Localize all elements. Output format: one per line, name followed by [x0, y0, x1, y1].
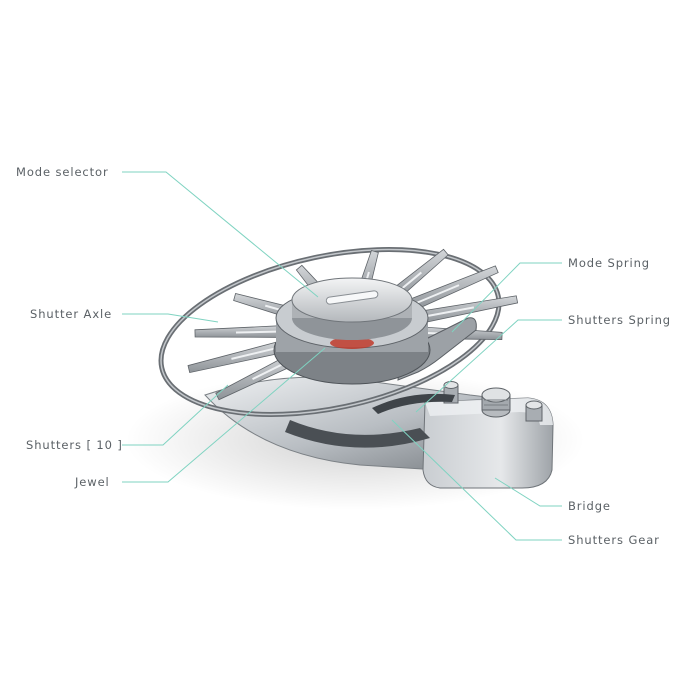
shutters-spring	[372, 393, 455, 414]
jewel	[330, 337, 374, 349]
label-bridge: Bridge	[568, 499, 611, 513]
leader-shutters-spring	[415, 319, 562, 413]
pin	[525, 400, 543, 422]
leader-lines	[122, 171, 562, 541]
label-mode-selector: Mode selector	[16, 165, 109, 179]
mode-selector	[291, 277, 413, 340]
leader-shutters-gear	[391, 419, 562, 541]
leader-shutter-axle	[122, 313, 219, 323]
label-shutters-gear: Shutters Gear	[568, 533, 660, 547]
label-shutters: Shutters [ 10 ]	[26, 438, 123, 452]
shutter-axle	[421, 306, 475, 319]
leader-mode-selector	[122, 171, 319, 298]
label-shutters-spring: Shutters Spring	[568, 313, 671, 327]
label-shutter-axle: Shutter Axle	[30, 307, 113, 321]
leader-mode-spring	[451, 262, 562, 333]
label-mode-spring: Mode Spring	[568, 256, 650, 270]
shutter-cage-ring	[158, 247, 502, 417]
shutter-axle	[412, 284, 460, 306]
leader-bridge	[494, 477, 562, 507]
leader-shutters	[122, 384, 229, 446]
screw	[481, 387, 511, 418]
bridge	[422, 381, 554, 489]
shutters-gear	[285, 420, 430, 448]
leader-jewel	[122, 347, 326, 483]
label-jewel: Jewel	[75, 475, 110, 489]
